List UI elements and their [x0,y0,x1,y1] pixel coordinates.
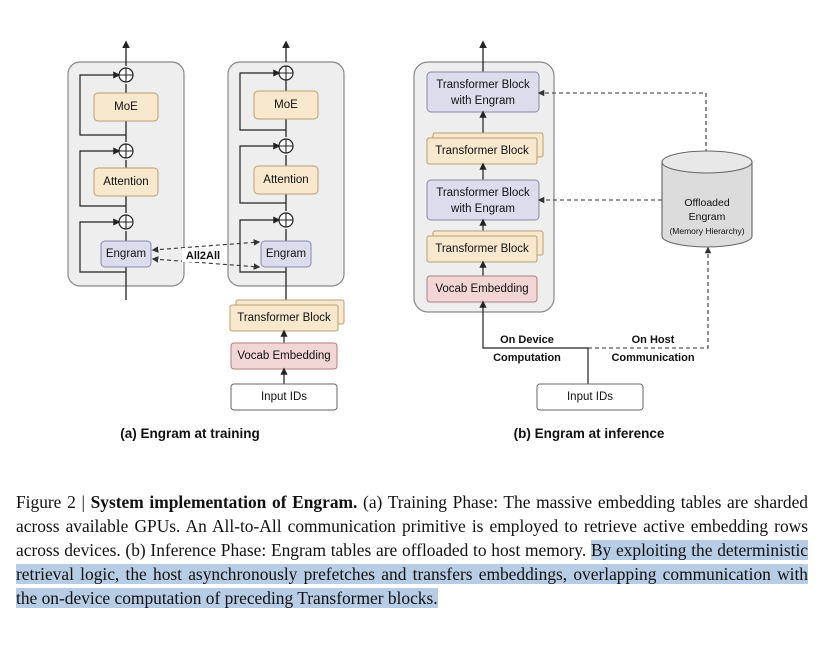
transformer-block-label: Transformer Block [237,312,331,324]
input-ids-label: Input IDs [261,391,307,403]
prefetch-top-line [537,89,707,160]
moe-label: MoE [274,99,298,111]
figure-number: Figure 2 | [16,492,85,512]
inference-subcaption: (b) Engram at inference [514,426,665,441]
attention-label: Attention [103,176,148,188]
all2all-connector: All2All [151,239,261,270]
moe-block [93,92,159,122]
moe-block [253,90,319,120]
offloaded-label-2: Engram [689,211,726,223]
training-panel-left: MoE Attention Engram [67,40,185,300]
vocab-embedding-label: Vocab Embedding [237,350,330,362]
training-subcaption: (a) Engram at training [120,426,260,441]
transformer-block-label: Transformer Block [435,145,529,157]
engram-block [260,240,312,268]
offloaded-label-1: Offloaded [684,197,730,209]
attention-block [253,165,319,195]
attention-block [93,167,159,197]
figure-caption: Figure 2 | System implementation of Engr… [16,490,808,610]
input-ids-block [536,383,644,411]
on-host-path [588,246,712,349]
figure-diagram: MoE Attention Engram MoE Attention Engra… [67,40,753,441]
tb-engram-label-1: Transformer Block [436,187,530,199]
attention-label: Attention [263,174,308,186]
engram-label: Engram [266,248,306,260]
inference-panel: Transformer Block with Engram Transforme… [413,40,555,313]
on-device-label-1: On Device [500,334,554,346]
engram-block [100,240,152,268]
moe-label: MoE [114,101,138,113]
all2all-label: All2All [186,250,220,262]
on-host-label-2: Communication [611,352,694,364]
transformer-block-label: Transformer Block [435,243,529,255]
offloaded-label-3: (Memory Hierarchy) [669,226,744,236]
on-device-path [479,300,589,384]
on-host-label-1: On Host [632,334,675,346]
tb-engram-label-2: with Engram [450,203,515,215]
input-ids-label: Input IDs [567,391,613,403]
caption-body: (a) Training Phase: The massive embeddin… [16,492,808,560]
on-device-label-2: Computation [493,352,561,364]
training-input-stack: Transformer Block Vocab Embedding Input … [229,299,345,411]
tb-engram-label-1: Transformer Block [436,79,530,91]
input-ids-block [230,383,338,411]
vocab-embedding-label: Vocab Embedding [435,283,528,295]
training-panel-right: MoE Attention Engram [227,40,345,300]
figure-title: System implementation of Engram. [90,492,358,512]
tb-engram-label-2: with Engram [450,95,515,107]
engram-label: Engram [106,248,146,260]
offloaded-engram-storage: Offloaded Engram (Memory Hierarchy) [661,150,753,248]
